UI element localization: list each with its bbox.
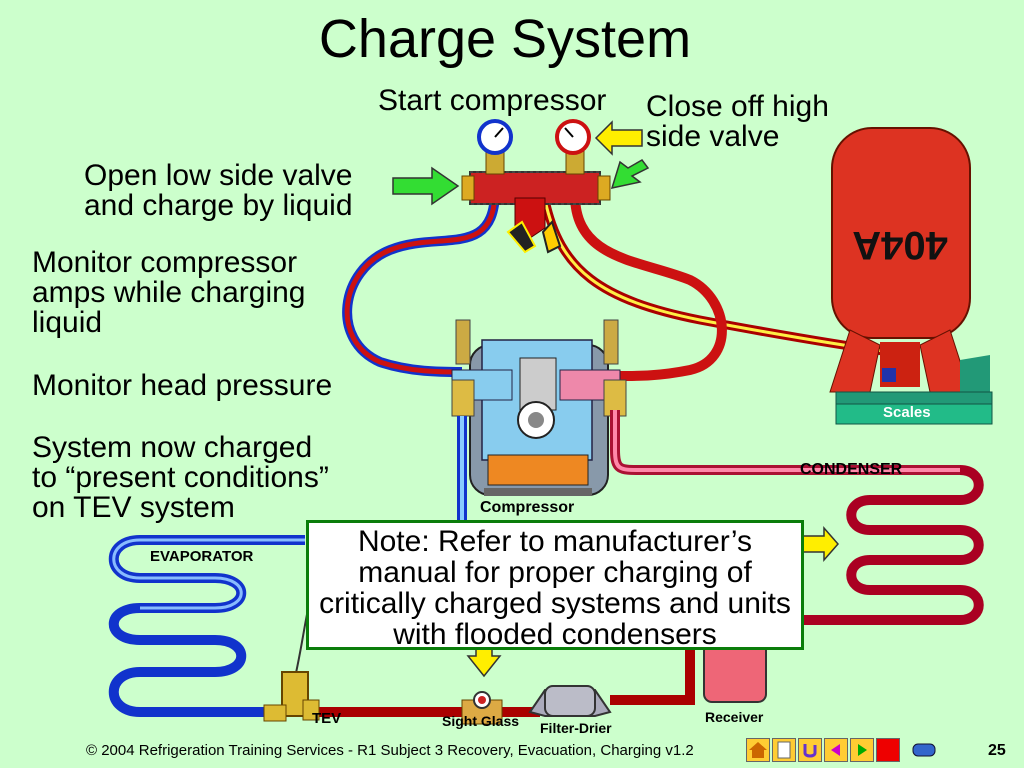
- high-side-hose: [570, 194, 727, 381]
- label-tev: TEV: [312, 710, 342, 727]
- filter-drier: [528, 685, 612, 717]
- low-side-hose: [342, 189, 500, 377]
- previous-icon[interactable]: [824, 738, 848, 762]
- arrow-open-low: [392, 166, 460, 206]
- label-sight-glass: Sight Glass: [442, 713, 520, 729]
- label-start-compressor: Start compressor: [378, 84, 607, 117]
- label-filter-drier: Filter-Drier: [540, 720, 612, 736]
- cylinder-label: 404A: [852, 223, 948, 267]
- arrow-note-condenser: [797, 526, 839, 562]
- label-close-high-side: Close off high side valve: [646, 90, 829, 153]
- label-open-low-side: Open low side valve and charge by liquid: [84, 159, 353, 222]
- return-icon[interactable]: [798, 738, 822, 762]
- label-scales: Scales: [883, 404, 931, 421]
- label-system-charged: System now charged to “present condition…: [32, 431, 329, 524]
- label-compressor: Compressor: [480, 499, 575, 516]
- label-receiver: Receiver: [705, 709, 764, 725]
- label-monitor-amps: Monitor compressor amps while charging l…: [32, 246, 306, 339]
- charging-hose-highlight: [543, 199, 891, 354]
- next-icon[interactable]: [850, 738, 874, 762]
- pointer-icon[interactable]: [910, 738, 940, 762]
- note-box: Note: Refer to manufacturer’s manual for…: [306, 520, 804, 650]
- home-icon[interactable]: [746, 738, 770, 762]
- stop-icon[interactable]: [876, 738, 900, 762]
- condenser-coil: [700, 465, 984, 625]
- refrigerant-cylinder: [829, 127, 971, 393]
- label-condenser: CONDENSER: [800, 461, 903, 478]
- arrow-close-high-green: [610, 159, 650, 190]
- footer-copyright: © 2004 Refrigeration Training Services -…: [86, 742, 694, 759]
- page-title: Charge System: [318, 9, 692, 69]
- label-evaporator: EVAPORATOR: [150, 548, 254, 565]
- page-number: 25: [988, 742, 1006, 759]
- low-side-hose-inner: [344, 189, 498, 375]
- arrow-close-high: [594, 120, 643, 156]
- compressor: [451, 319, 627, 496]
- gauge-manifold: [461, 119, 611, 254]
- tev-valve: [263, 671, 320, 722]
- label-monitor-head: Monitor head pressure: [32, 369, 333, 402]
- evaporator-coil: [108, 535, 305, 717]
- evaporator-coil-inner: [112, 538, 305, 610]
- document-icon[interactable]: [772, 738, 796, 762]
- scales: [835, 355, 993, 425]
- sight-glass: [461, 691, 503, 725]
